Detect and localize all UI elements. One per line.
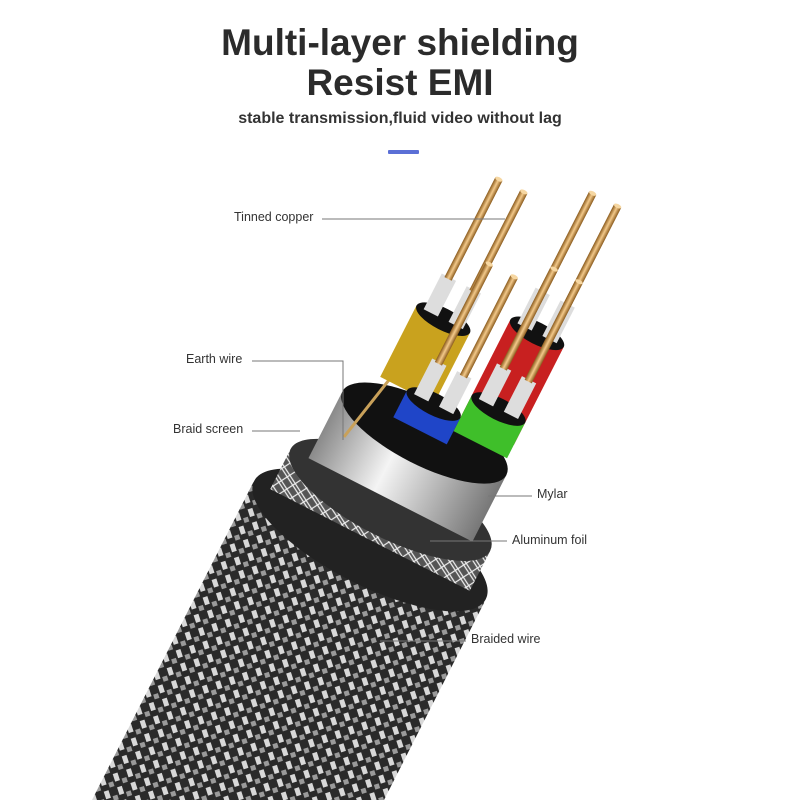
conductor-insulation bbox=[478, 363, 512, 407]
label-braided-wire: Braided wire bbox=[471, 632, 541, 646]
tinned-copper-wire bbox=[459, 274, 518, 379]
wire-tip bbox=[495, 176, 503, 182]
twisted-pairs bbox=[380, 176, 622, 459]
tinned-copper-wire bbox=[499, 267, 558, 371]
wire-tip bbox=[613, 203, 622, 209]
wire-tip bbox=[575, 279, 583, 285]
subtitle: stable transmission,fluid video without … bbox=[238, 110, 562, 127]
tinned-copper-wire bbox=[444, 177, 503, 281]
pair-shield bbox=[393, 390, 461, 445]
label-aluminum-foil: Aluminum foil bbox=[512, 533, 588, 547]
label-braid-screen: Braid screen bbox=[173, 422, 244, 436]
wire-tip bbox=[588, 190, 597, 196]
accent-bar bbox=[388, 150, 419, 154]
headline-second-line: Resist EMI bbox=[306, 62, 494, 103]
pair-shield bbox=[453, 395, 526, 459]
label-mylar: Mylar bbox=[537, 487, 568, 501]
label-earth-wire: Earth wire bbox=[186, 352, 243, 366]
wire-tip bbox=[510, 274, 518, 280]
tinned-copper-wire bbox=[524, 279, 583, 384]
conductor-insulation bbox=[414, 358, 447, 402]
tinned-copper-wire bbox=[434, 262, 493, 366]
wire-tip bbox=[485, 261, 493, 267]
conductor-insulation bbox=[438, 371, 472, 415]
conductor-insulation bbox=[423, 273, 457, 317]
label-tinned-copper: Tinned copper bbox=[234, 210, 314, 224]
headline: Multi-layer shielding bbox=[221, 22, 579, 63]
wire-tip bbox=[520, 189, 528, 195]
aluminum-foil-layer bbox=[308, 382, 508, 542]
conductor-insulation bbox=[503, 376, 537, 420]
wire-tip bbox=[550, 266, 558, 272]
